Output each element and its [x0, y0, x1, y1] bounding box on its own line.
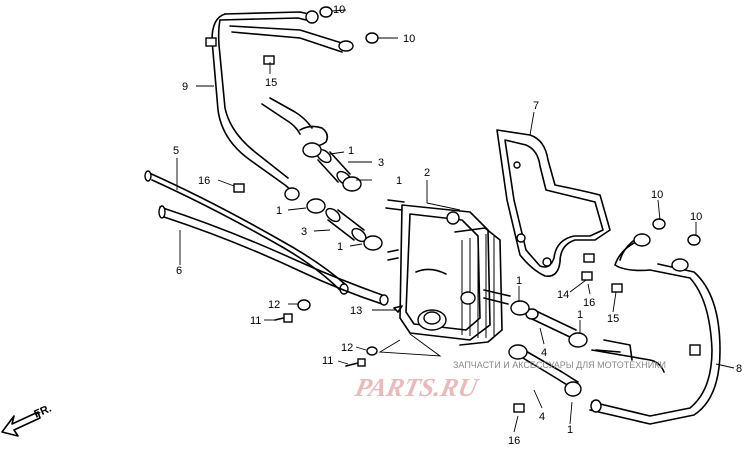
callout-16b: 16 — [583, 297, 595, 309]
callout-1b: 1 — [396, 175, 402, 187]
leader-lines — [176, 9, 735, 433]
callout-13: 13 — [350, 305, 362, 317]
callout-15a: 15 — [265, 77, 277, 89]
radiator — [385, 199, 511, 346]
lower-water-pipe — [589, 233, 721, 425]
front-direction-indicator: FR. — [1, 403, 53, 437]
front-arrow-icon — [1, 411, 41, 437]
callout-9: 9 — [182, 81, 188, 93]
bolts — [233, 6, 701, 413]
callout-14: 14 — [557, 289, 569, 301]
radiator-shroud — [496, 129, 611, 278]
callout-16a: 16 — [198, 175, 210, 187]
callout-7: 7 — [533, 100, 539, 112]
callouts: 10 10 15 9 7 1 3 1 5 16 2 1 3 1 6 10 10 … — [173, 4, 742, 447]
hose-4 — [508, 300, 588, 397]
callout-10b: 10 — [403, 33, 415, 45]
callout-16c: 16 — [508, 435, 520, 447]
callout-8: 8 — [736, 363, 742, 375]
callout-11b: 11 — [322, 355, 333, 367]
callout-2: 2 — [424, 167, 430, 179]
hose-3-lower — [306, 198, 383, 251]
callout-3a: 3 — [378, 157, 384, 169]
watermark: ЗАПЧАСТИ И АКСЕССУАРЫ ДЛЯ МОТОТЕХНИКИ PA… — [352, 360, 666, 402]
callout-1a: 1 — [348, 145, 354, 157]
callout-1d: 1 — [337, 241, 343, 253]
callout-1f: 1 — [577, 309, 583, 321]
hose-5 — [144, 170, 349, 295]
watermark-text: ЗАПЧАСТИ И АКСЕССУАРЫ ДЛЯ МОТОТЕХНИКИ — [453, 360, 666, 370]
callout-1c: 1 — [276, 205, 282, 217]
callout-10d: 10 — [690, 211, 702, 223]
callout-1g: 1 — [567, 424, 573, 436]
watermark-logo: PARTS.RU — [352, 373, 483, 402]
callout-1e: 1 — [516, 275, 522, 287]
callout-10c: 10 — [651, 189, 663, 201]
callout-11a: 11 — [250, 315, 261, 327]
callout-10a: 10 — [333, 4, 345, 16]
callout-4b: 4 — [539, 411, 545, 423]
upper-water-pipe — [205, 10, 354, 201]
callout-3b: 3 — [301, 226, 307, 238]
callout-12a: 12 — [268, 299, 280, 311]
callout-15b: 15 — [607, 313, 619, 325]
callout-4a: 4 — [541, 347, 547, 359]
callout-12b: 12 — [341, 342, 353, 354]
hose-6 — [158, 205, 389, 306]
callout-5: 5 — [173, 145, 179, 157]
callout-6: 6 — [176, 265, 182, 277]
front-label: FR. — [32, 403, 53, 421]
hose-3-upper — [302, 142, 362, 192]
